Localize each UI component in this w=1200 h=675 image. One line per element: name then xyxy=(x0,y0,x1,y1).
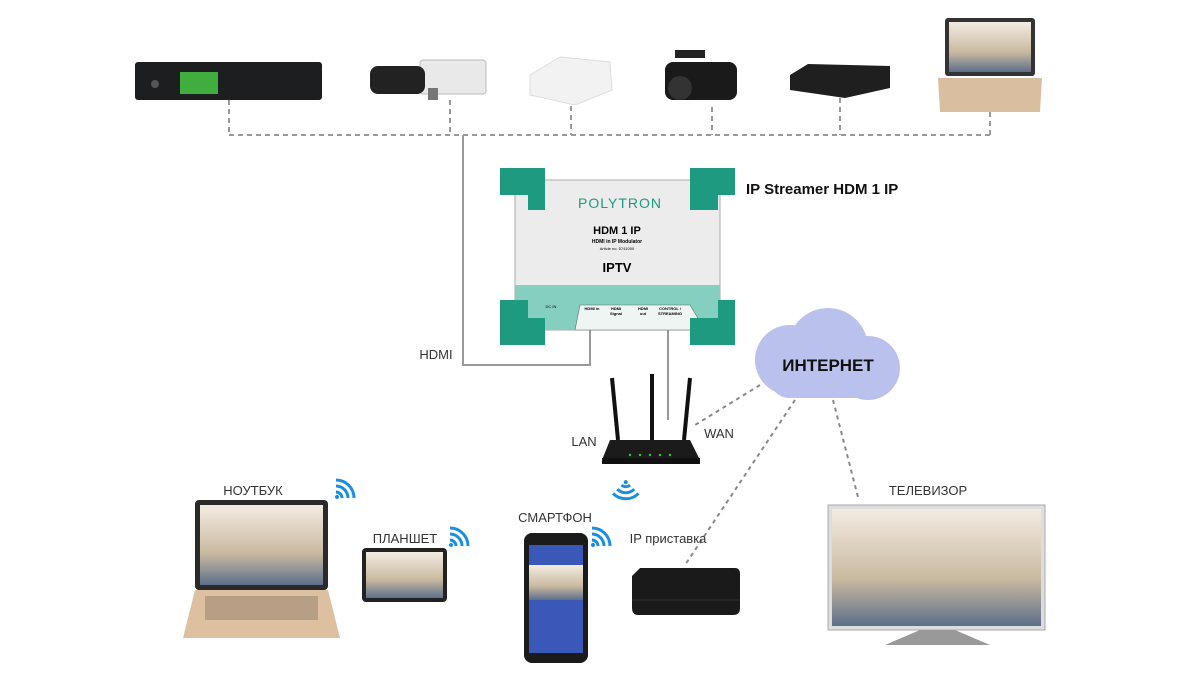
laptop-wifi-icon xyxy=(333,478,356,501)
article-number: Article no. 5741000 xyxy=(599,246,635,251)
laptop-client xyxy=(183,500,340,638)
tablet-client xyxy=(362,548,447,602)
tablet-wifi-icon xyxy=(447,526,470,549)
tv-client xyxy=(827,504,1046,645)
smartphone-label: СМАРТФОН xyxy=(518,510,592,525)
device-title: IP Streamer HDM 1 IP xyxy=(746,181,899,198)
tablet-label: ПЛАНШЕТ xyxy=(372,531,438,546)
router-wifi-icon xyxy=(610,477,641,508)
internet-label: ИНТЕРНЕТ xyxy=(782,356,874,375)
lan-label: LAN xyxy=(571,434,597,449)
model-label: HDM 1 IP xyxy=(593,225,641,237)
dc-in-label: DC IN xyxy=(545,304,557,309)
ip-set-top-box xyxy=(632,568,740,615)
smartphone-client xyxy=(524,533,588,663)
internet-cloud xyxy=(755,308,900,400)
port-control-streaming: CONTROL / STREAMING xyxy=(658,306,682,316)
internet-dashed-links xyxy=(684,384,859,566)
ip-box-label: IP приставка xyxy=(629,531,707,546)
laptop-top xyxy=(938,18,1042,112)
laptop-label: НОУТБУК xyxy=(223,483,283,498)
tv-box xyxy=(790,64,890,98)
model-subtitle: HDMI in IP Modulator xyxy=(591,239,643,245)
wan-label: WAN xyxy=(704,426,734,441)
hdmi-cable xyxy=(462,135,591,366)
ip-streamer-device xyxy=(500,168,735,345)
iptv-logo: IPTV xyxy=(602,260,632,275)
satellite-receiver xyxy=(135,62,322,100)
mounting-brackets xyxy=(500,168,735,345)
camcorder xyxy=(665,50,737,100)
hdmi-label: HDMI xyxy=(419,347,453,362)
smartphone-wifi-icon xyxy=(589,526,612,549)
brand-logo: POLYTRON xyxy=(578,195,662,211)
wifi-router xyxy=(602,374,700,464)
nvr-box xyxy=(529,56,613,106)
source-bus-dashed-line xyxy=(228,98,991,136)
tv-label: ТЕЛЕВИЗОР xyxy=(888,483,968,498)
port-hdmi-in: HDMI in xyxy=(584,306,600,311)
port-hdmi-signal: HDMI Signal xyxy=(609,306,622,316)
port-hdmi-out: HDMI out xyxy=(637,306,649,316)
ip-camera xyxy=(370,59,487,100)
